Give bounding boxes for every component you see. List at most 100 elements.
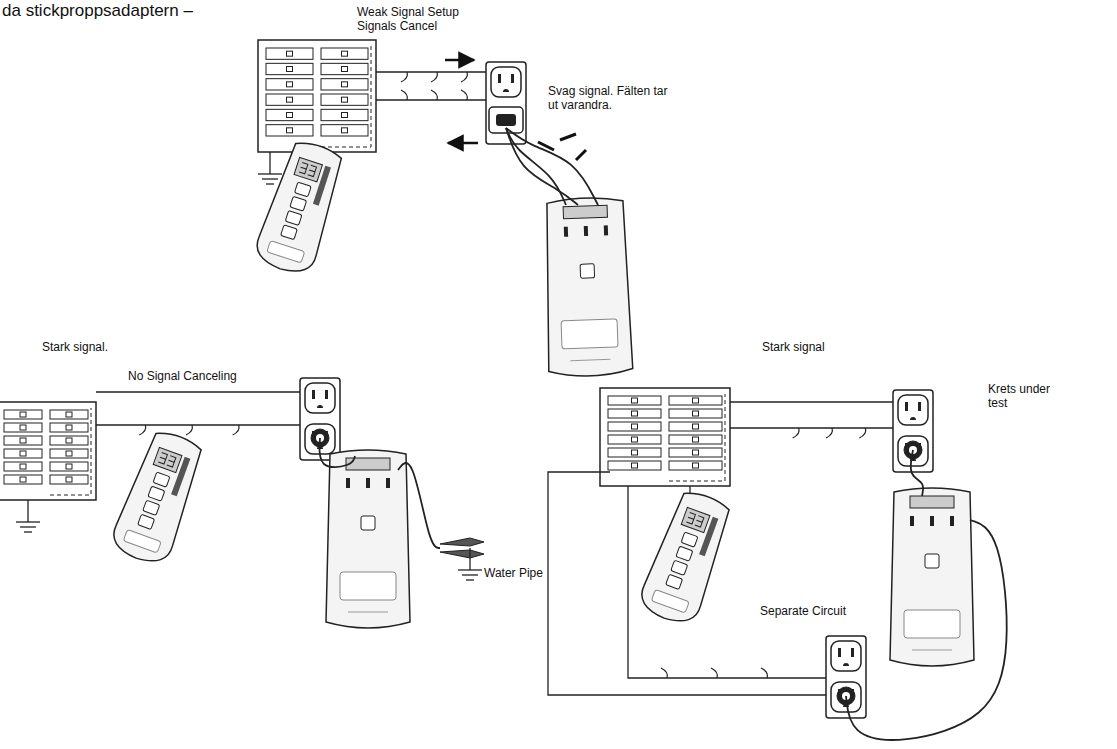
ground-bar [262,178,278,179]
breaker-switch [693,424,699,429]
ground-bar [462,574,478,575]
field-arc [661,668,667,678]
breaker-switch [693,437,699,442]
ground-bar [266,183,274,184]
lead-clip [538,134,586,160]
field-arc [431,90,437,100]
breaker-switch [632,424,638,429]
wall-outlet [826,636,866,718]
breaker [266,63,313,74]
receiver-button [666,574,683,589]
plug-cord [911,450,923,496]
breaker-switch [693,450,699,455]
receiver-button [153,472,170,487]
label-text: Svag signal. Fälten tar ut varandra. [548,84,678,112]
breaker [669,435,722,444]
test-lead [506,128,566,205]
breaker-switch [632,411,638,416]
field-arc [401,90,407,100]
receiver-display [153,447,182,472]
ground-symbol [258,152,282,184]
label-text: da stickproppsadaptern – [2,1,302,20]
receiver-button [290,196,307,211]
breaker [669,396,722,405]
receiver-body [252,137,349,278]
ground-hole [910,417,916,420]
field-arc [186,425,192,435]
indicator [950,516,954,526]
breaker-switch [66,412,72,417]
label-text: Krets under test [988,382,1052,410]
transmitter-badge [904,610,960,638]
wire [96,424,300,425]
breaker-switch [287,113,293,118]
field-arc [461,72,467,82]
label-text: Stark signal. [42,340,162,354]
field-arc [401,72,407,82]
breaker [266,125,313,136]
badge-line [912,650,952,651]
receiver-button [681,532,698,547]
breaker [266,79,313,90]
ground-bar [24,531,32,532]
slot [325,390,328,399]
receiver-button [281,225,298,240]
indicator [564,227,568,237]
breaker-switch [342,82,348,87]
wire [730,401,893,402]
ground-symbol [458,548,482,580]
label-text: Water Pipe [484,566,584,580]
power-button [580,264,594,278]
field-arc [761,668,767,678]
field-arc [139,425,145,435]
ground-bar [20,526,36,527]
receiver-button [148,486,165,501]
alligator-clip [440,538,484,558]
breaker-panel [600,388,730,486]
label-text: Separate Circuit [760,604,890,618]
breaker-switch [287,97,293,102]
transmitter-body [326,450,410,628]
ground-lead [269,152,270,174]
receiver-button [676,546,693,561]
signal-bar [171,457,190,497]
slot [851,648,854,657]
signal-bar [699,517,718,557]
label-text: Weak Signal Setup [357,5,497,19]
panel-dash [321,46,371,147]
panel-box [0,402,96,500]
receiver-button [138,514,155,529]
receiver-display [681,507,710,532]
indicator [346,478,350,488]
receiver-badge [651,589,689,613]
test-lead [506,128,598,205]
ground-symbol [16,500,40,532]
wire [628,486,826,678]
indicator [604,225,608,235]
breaker-switch [20,412,26,417]
receiver-device [636,487,737,629]
receiver-display [294,157,322,182]
slot [312,390,315,399]
slot [511,74,514,83]
breaker-switch [20,425,26,430]
indicator [366,478,370,488]
transmitter-badge [561,319,618,349]
badge-line [348,612,388,613]
transmitter-display [563,205,607,219]
breaker-switch [66,451,72,456]
breaker-panel [258,40,376,152]
breaker-switch [632,450,638,455]
breaker [669,409,722,418]
test-lead [506,128,578,205]
breaker-switch [632,398,638,403]
breaker [608,422,661,431]
receptacle [898,395,928,425]
breaker [50,462,88,471]
field-arc [431,72,437,82]
transmitter-display [910,496,954,508]
breaker-switch [66,425,72,430]
slot [498,74,501,83]
signal-bar [313,166,331,206]
breaker [266,94,313,105]
